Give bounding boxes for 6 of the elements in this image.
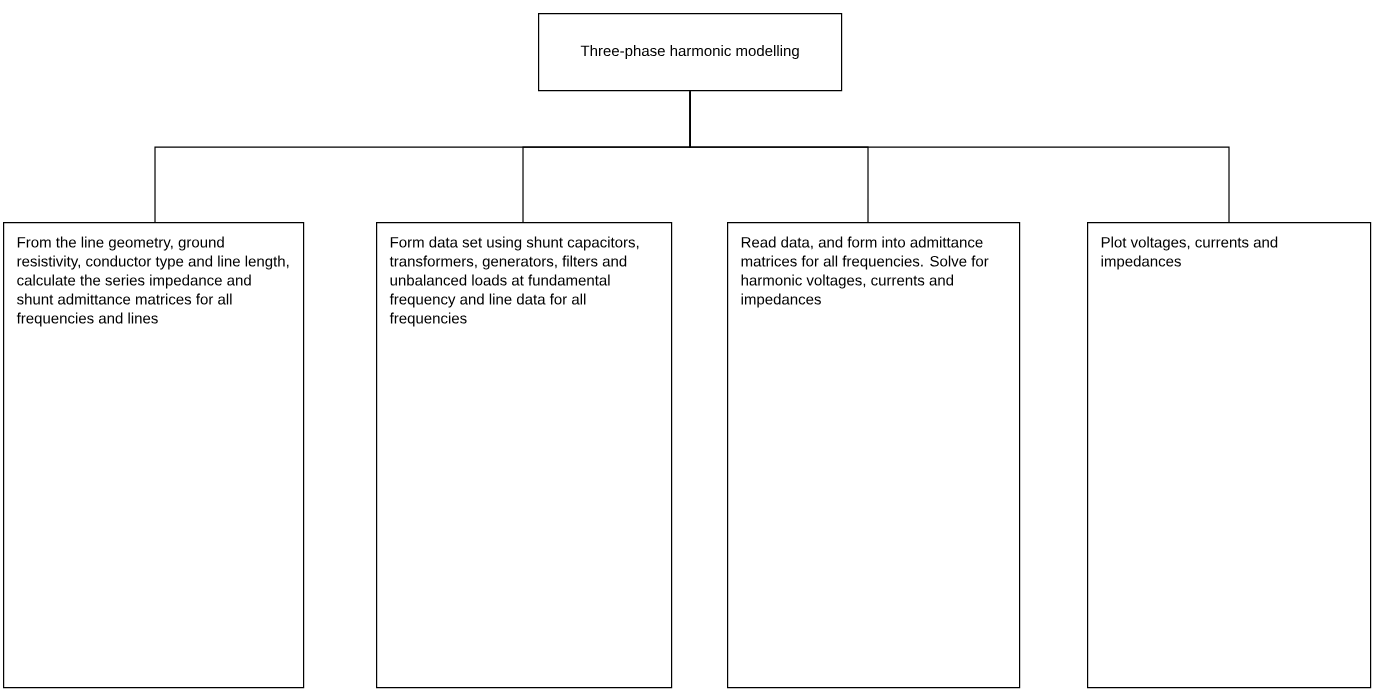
connector-line	[689, 90, 1230, 223]
process-box: Plot voltages, currents and impedances	[1087, 222, 1372, 689]
process-box: Read data, and form into admittance matrices for all frequencies. Solve for harmonic voltages, currents and impedances	[727, 222, 1021, 689]
process-box: From the line geometry, ground resistivity, conductor type and line length, calculate the series impedance and shunt admittance matrices for all frequencies and lines	[3, 222, 305, 689]
title-box: Three-phase harmonic modelling	[538, 13, 843, 92]
process-box: Form data set using shunt capacitors, transformers, generators, filters and unbalanced loads at fundamental frequency and line data for all frequencies	[376, 222, 673, 689]
